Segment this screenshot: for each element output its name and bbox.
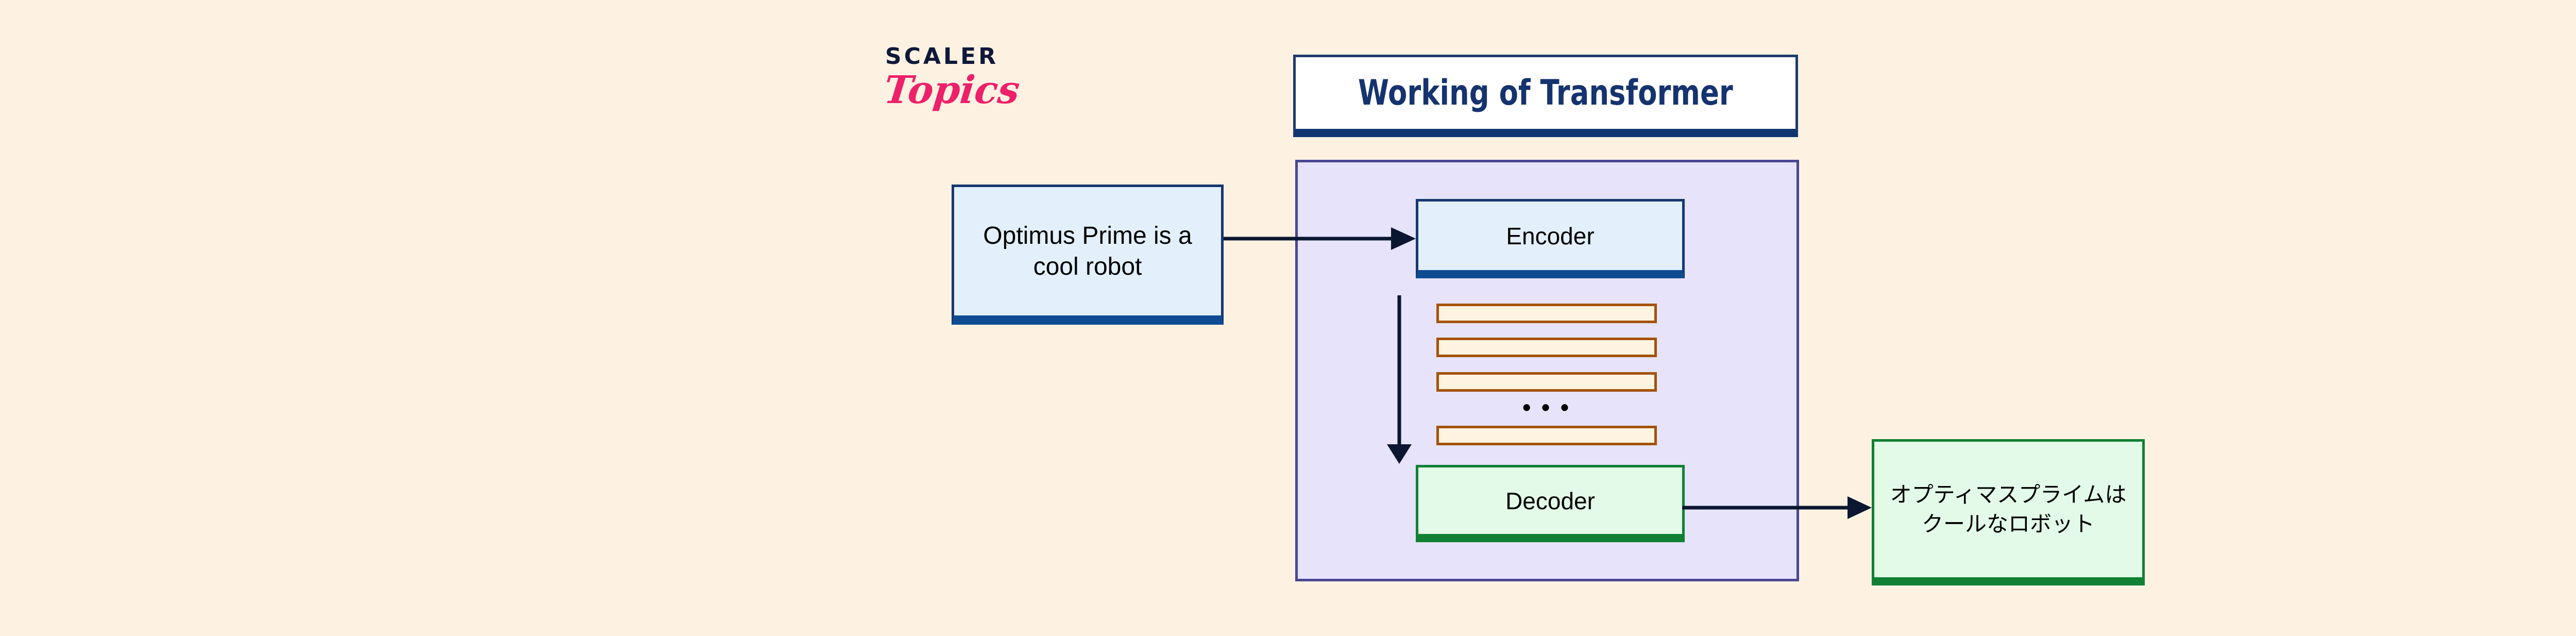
input-sentence-text: Optimus Prime is a cool robot bbox=[983, 222, 1192, 280]
output-sentence-text: オプティマスプライムはクールなロボット bbox=[1890, 481, 2127, 537]
stack-ellipsis: • • • bbox=[1522, 394, 1571, 421]
diagram-title-box: Working of Transformer bbox=[1293, 55, 1798, 137]
input-sentence-box: Optimus Prime is a cool robot bbox=[952, 185, 1224, 325]
representation-bar bbox=[1436, 338, 1657, 357]
logo-topics-wordmark: Topics bbox=[882, 68, 1022, 112]
scaler-topics-logo: SCALER Topics bbox=[882, 43, 1040, 133]
representation-bar bbox=[1436, 372, 1657, 392]
decoder-label: Decoder bbox=[1505, 487, 1595, 514]
representation-bar bbox=[1436, 426, 1657, 445]
encoder-box: Encoder bbox=[1416, 199, 1685, 278]
logo-scaler-wordmark: SCALER bbox=[885, 43, 999, 70]
encoder-label: Encoder bbox=[1506, 222, 1595, 249]
output-sentence-box: オプティマスプライムはクールなロボット bbox=[1872, 439, 2145, 585]
decoder-box: Decoder bbox=[1416, 465, 1685, 542]
page-title: Working of Transformer bbox=[1358, 73, 1733, 113]
representation-bar bbox=[1436, 304, 1657, 323]
